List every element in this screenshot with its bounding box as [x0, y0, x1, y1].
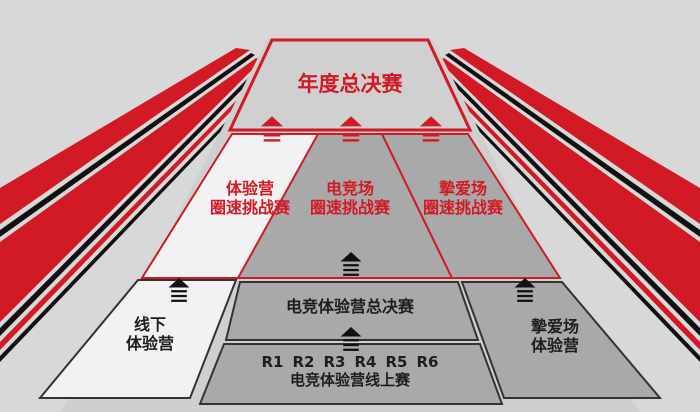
round-r2: R2	[292, 353, 315, 371]
esports-final-panel	[224, 281, 480, 341]
fan-venue-label: 摯爱场体验营	[530, 317, 579, 355]
online-title: 电竞体验营线上赛	[289, 370, 410, 389]
challenge-label-experience: 体验营圈速挑战赛	[209, 179, 290, 217]
round-r3: R3	[323, 353, 346, 371]
left-stripes	[0, 48, 272, 362]
online-panel	[198, 343, 504, 405]
round-r5: R5	[385, 353, 408, 371]
final-title: 年度总决赛	[297, 72, 403, 96]
round-r6: R6	[416, 353, 439, 371]
round-list: R1 R2 R3 R4 R5 R6	[220, 353, 480, 372]
esports-final-label: 电竞体验营总决赛	[285, 297, 414, 316]
offline-panel	[37, 279, 238, 399]
challenge-label-fan: 摯爱场圈速挑战赛	[422, 179, 503, 217]
round-r4: R4	[354, 353, 377, 371]
round-r1: R1	[261, 353, 284, 371]
challenge-label-esports: 电竞场圈速挑战赛	[309, 179, 390, 217]
challenge-panel-fan	[380, 133, 562, 279]
right-stripes	[428, 48, 700, 362]
online-label: R1 R2 R3 R4 R5 R6 电竞体验营线上赛	[220, 353, 480, 389]
offline-label: 线下体验营	[125, 315, 174, 353]
final-box	[227, 38, 473, 132]
